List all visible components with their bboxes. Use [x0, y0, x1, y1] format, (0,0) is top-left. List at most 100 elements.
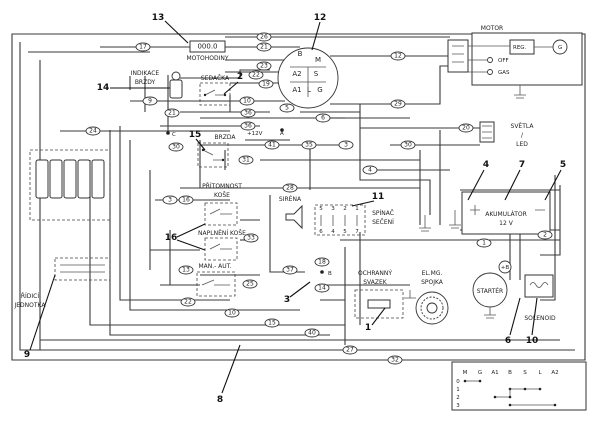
wire-label-30a: 30 — [168, 142, 184, 152]
hour-meter: 000.0 MOTOHODINY — [186, 40, 229, 62]
svg-text:23: 23 — [260, 63, 268, 70]
callout-9: 9 — [24, 350, 30, 360]
brake-switch: BRZDA +12V — [197, 131, 263, 168]
switch-table-col-b: B — [508, 370, 512, 376]
ignition-terminal-l: L — [307, 86, 311, 94]
ignition-terminal-b: B — [298, 50, 303, 58]
wire-label-25: 25 — [242, 279, 258, 289]
hour-meter-display: 000.0 — [197, 43, 217, 51]
callout-12: 12 — [314, 13, 327, 23]
gas-label: GAS — [498, 70, 510, 76]
wire-label-3b: 3 — [162, 195, 178, 205]
wire-label-20: 20 — [458, 123, 474, 133]
wire-label-36b: 36 — [240, 121, 256, 131]
svg-text:40: 40 — [308, 330, 316, 337]
control-unit-connectors — [35, 159, 105, 199]
mowing-switch-label-1: SPÍNAČ — [372, 210, 394, 217]
wire-label-4: 4 — [362, 165, 378, 175]
basket-presence-switch: PŘÍTOMNOST KOŠE — [202, 182, 242, 226]
svg-text:33: 33 — [247, 235, 255, 242]
brake-indicator: INDIKACE BRZDY — [131, 70, 183, 99]
svg-text:37: 37 — [286, 267, 294, 274]
callout-16: 16 — [165, 233, 178, 243]
svg-text:41: 41 — [268, 142, 276, 149]
wire-label-6: 6 — [315, 113, 331, 123]
solenoid-label: SOLENOID — [524, 315, 556, 322]
wire-label-1: 1 — [476, 238, 492, 248]
wire-label-9: 9 — [142, 96, 158, 106]
basket-presence-label-1: PŘÍTOMNOST — [202, 182, 242, 190]
callout-14: 14 — [97, 83, 110, 93]
callout-15: 15 — [189, 130, 202, 140]
svg-text:4: 4 — [368, 167, 372, 174]
callout-3: 3 — [284, 295, 290, 305]
callout-10: 10 — [526, 336, 539, 346]
svg-text:35: 35 — [305, 142, 313, 149]
node-a: A — [280, 131, 284, 137]
led-label: LED — [516, 141, 528, 148]
svg-text:5: 5 — [285, 105, 289, 112]
svg-text:25: 25 — [246, 281, 254, 288]
wire-label-35: 35 — [301, 140, 317, 150]
plus-12v-label: +12V — [247, 131, 263, 137]
mowing-pin-7: 7 — [355, 229, 359, 235]
starter-label: STARTÉR — [477, 287, 503, 295]
callouts: 13 12 2 14 15 4 7 5 11 16 3 1 6 10 9 8 — [24, 13, 566, 405]
switch-table-col-m: M — [463, 370, 468, 376]
wire-label-29: 29 — [390, 99, 406, 109]
seat-switch-label: SEDAČKA — [201, 75, 230, 82]
control-unit: ŘÍDICÍ JEDNOTKA — [14, 149, 111, 309]
svg-text:2: 2 — [543, 232, 547, 239]
svg-text:20: 20 — [462, 125, 470, 132]
wire-label-3a: 3 — [338, 140, 354, 150]
svg-text:36: 36 — [244, 123, 252, 130]
clutch-label-1: EL.MG. — [422, 270, 443, 277]
svg-text:3: 3 — [168, 197, 172, 204]
svg-text:16: 16 — [182, 197, 190, 204]
callout-6: 6 — [505, 336, 511, 346]
mowing-pin-1: 1 — [355, 206, 359, 212]
motor-label: MOTOR — [481, 25, 503, 32]
brake-switch-label: BRZDA — [214, 134, 236, 141]
node-c: C — [172, 132, 176, 138]
manual-auto-switch: MAN.- AUT. — [196, 263, 236, 297]
svg-text:22: 22 — [252, 72, 260, 79]
wire-label-33: 33 — [243, 233, 259, 243]
basket-full-switch: NAPLNĚNÍ KOŠE — [198, 229, 246, 261]
ignition-terminal-s: S — [314, 70, 319, 78]
siren-label: SIRÉNA — [279, 195, 302, 203]
wire-label-40: 40 — [304, 328, 320, 338]
wire-label-2: 2 — [537, 230, 553, 240]
wire-label-30b: 30 — [400, 140, 416, 150]
mowing-pin-3: 3 — [331, 206, 335, 212]
switch-table-col-l: L — [538, 370, 542, 376]
generator-mark: G — [558, 45, 562, 51]
ignition-terminal-a1: A1 — [292, 86, 301, 94]
wire-label-17: 17 — [135, 42, 151, 52]
switch-table-row-1: 1 — [456, 387, 460, 393]
svg-text:17: 17 — [139, 44, 147, 51]
node-labels: C A B — [166, 128, 332, 277]
basket-presence-label-2: KOŠE — [214, 192, 230, 199]
switch-table-col-s: S — [523, 370, 527, 376]
hour-meter-label: MOTOHODINY — [186, 55, 228, 62]
callout-5: 5 — [560, 160, 566, 170]
siren: SIRÉNA — [279, 195, 303, 230]
svg-text:24: 24 — [89, 128, 97, 135]
svg-text:1: 1 — [482, 240, 486, 247]
svg-text:22: 22 — [184, 299, 192, 306]
motor-block: MOTOR REG. G OFF GAS — [447, 25, 583, 99]
protective-harness: OCHRANNÝ SVAZEK — [354, 270, 404, 319]
svg-text:14: 14 — [318, 285, 326, 292]
svg-text:6: 6 — [321, 115, 325, 122]
wire-label-32: 32 — [387, 355, 403, 365]
svg-text:10: 10 — [243, 98, 251, 105]
wire-label-37: 37 — [282, 265, 298, 275]
lights-sep: / — [521, 132, 524, 139]
switch-table-col-g: G — [478, 370, 482, 376]
electromagnetic-clutch: EL.MG. SPOJKA — [415, 270, 449, 325]
svg-text:30: 30 — [404, 142, 412, 149]
switch-table: M G A1 B S L A2 0 1 2 3 — [451, 361, 587, 411]
callout-13: 13 — [152, 13, 165, 23]
